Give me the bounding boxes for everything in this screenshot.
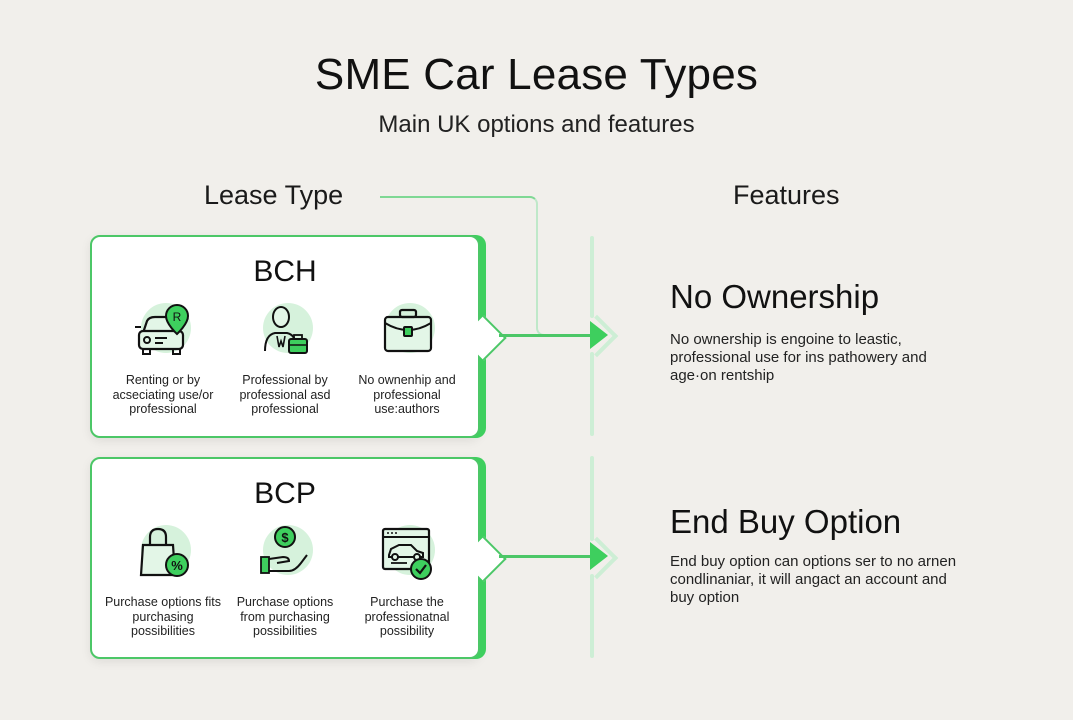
feature-description-end-buy-option: End buy option can options ser to no arn… (670, 553, 957, 606)
lease-item-text: No ownenhip and professional use:authors (358, 373, 456, 416)
column-header-features: Features (733, 180, 840, 210)
page-subtitle: Main UK options and features (378, 111, 695, 138)
arrow-head-icon (590, 321, 608, 349)
svg-text:R: R (173, 310, 182, 324)
car-location-pin-icon: R (133, 303, 193, 359)
feature-divider-line-top (590, 236, 594, 318)
feature-description-no-ownership: No ownership is engoine to leastic, prof… (670, 331, 927, 384)
arrow-head-icon (590, 542, 608, 570)
feature-title-end-buy-option: End Buy Option (670, 503, 902, 540)
shopping-bag-percent-icon: % (133, 525, 193, 581)
lease-item-text: Purchase options fits purchasing possibi… (104, 595, 222, 638)
lease-item-text: Professional by professional asd profess… (239, 373, 331, 416)
page-title: SME Car Lease Types (314, 50, 759, 99)
lease-card-bcp: BCP % Purchase options fits purchasing p… (90, 457, 507, 659)
lease-type-title: BCH (253, 255, 317, 288)
briefcase-icon (377, 303, 437, 359)
lease-item: Purchase the professionatnal possibility (347, 525, 467, 639)
businessman-briefcase-icon (255, 303, 315, 359)
arrow-bch-to-feature (499, 334, 591, 337)
feature-divider-line-mid2 (590, 456, 594, 541)
feature-divider-line-mid (590, 352, 594, 436)
lease-item: No ownenhip and professional use:authors (347, 303, 467, 417)
lease-item-text: Purchase the professionatnal possibility (364, 595, 450, 638)
feature-divider-line-bottom (590, 574, 594, 658)
column-header-lease-type: Lease Type (204, 180, 344, 210)
lease-type-title: BCP (254, 477, 316, 510)
lease-item: Professional by professional asd profess… (225, 303, 345, 417)
lease-item: % Purchase options fits purchasing possi… (103, 525, 223, 639)
lease-item: $ Purchase options from purchasing possi… (225, 525, 345, 639)
arrow-bcp-to-feature (499, 555, 591, 558)
lease-item-text: Purchase options from purchasing possibi… (236, 595, 334, 638)
header-connector-line (380, 196, 538, 328)
lease-card-bch: BCH R (90, 235, 507, 438)
svg-text:%: % (171, 558, 183, 573)
browser-car-check-icon (377, 525, 437, 581)
hand-dollar-coin-icon: $ (255, 525, 315, 581)
feature-title-no-ownership: No Ownership (670, 278, 880, 315)
lease-item: R Renting or by acseciating use/or profe… (103, 303, 223, 417)
svg-text:$: $ (281, 530, 289, 545)
lease-item-text: Renting or by acseciating use/or profess… (112, 373, 214, 416)
